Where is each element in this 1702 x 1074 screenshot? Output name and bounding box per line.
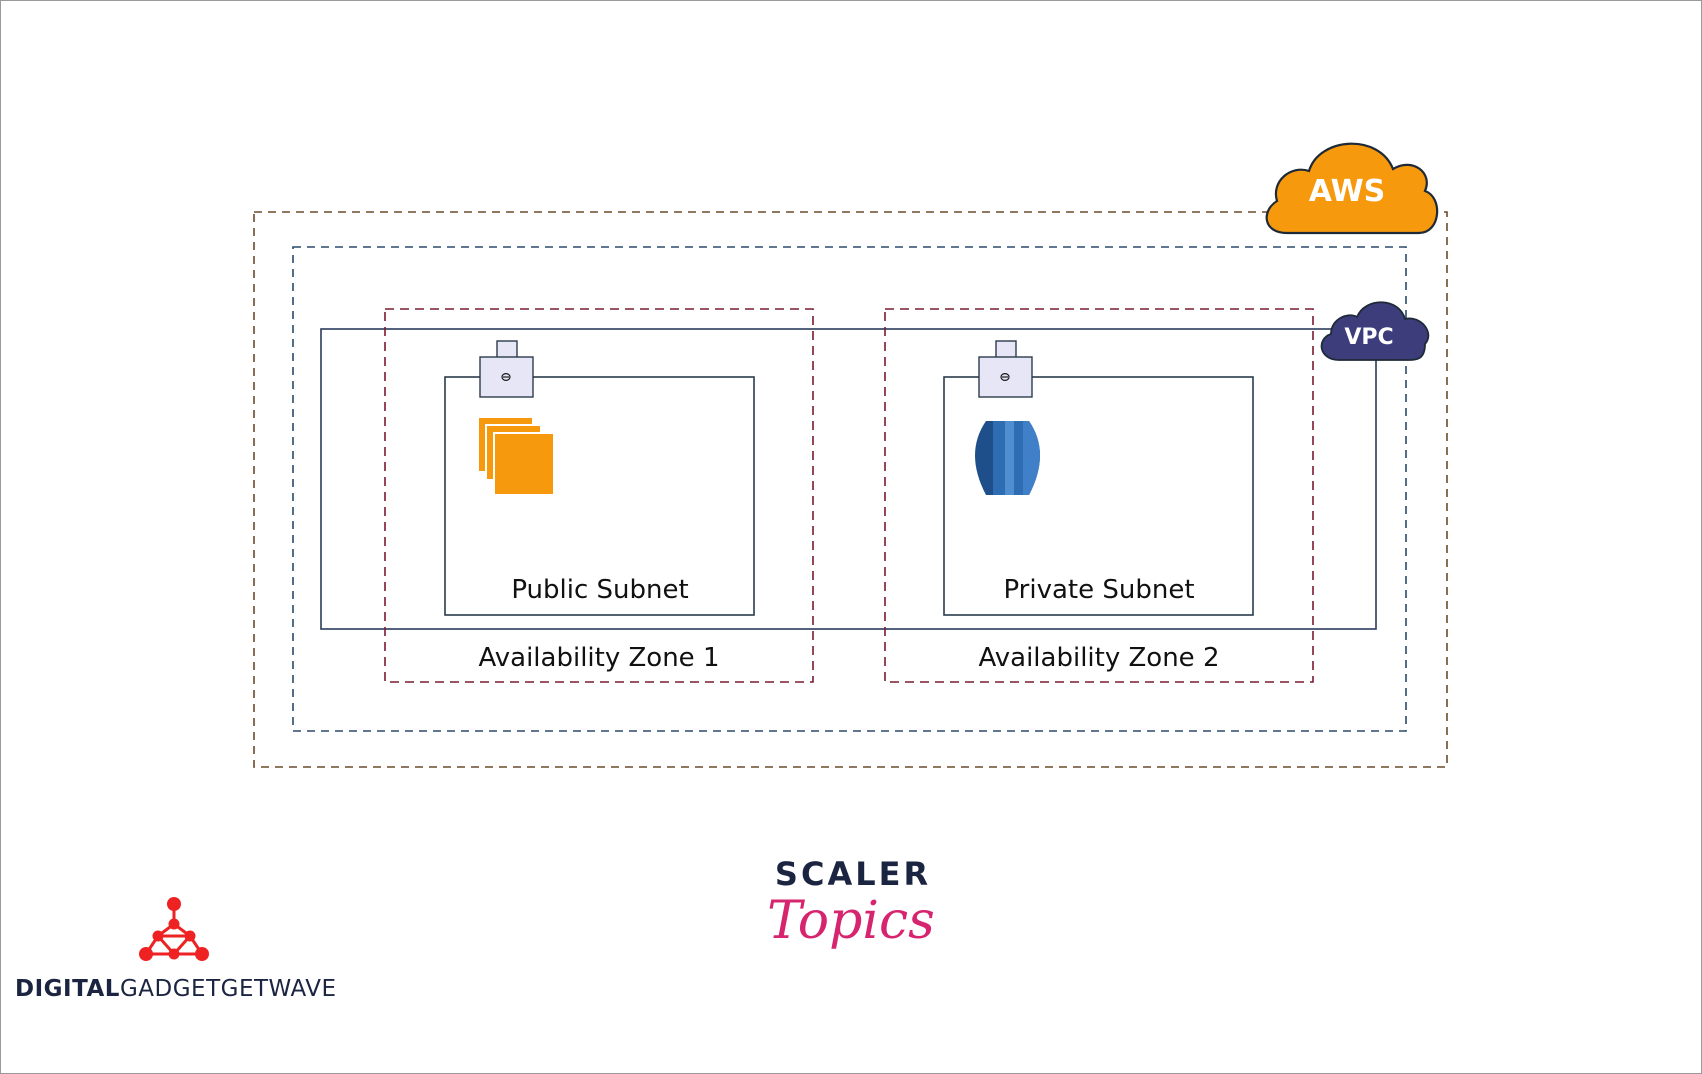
digitalgadget-bold: DIGITAL	[15, 976, 120, 1002]
digitalgadget-wordmark: DIGITALGADGETGETWAVE	[15, 976, 337, 1002]
availability-zone-2-box	[884, 308, 1314, 683]
private-subnet-box	[943, 376, 1254, 616]
subnet-lock-icon	[978, 340, 1033, 398]
topics-wordmark: Topics	[767, 891, 935, 951]
availability-zone-2-label: Availability Zone 2	[979, 643, 1220, 673]
availability-zone-1-box	[384, 308, 814, 683]
digitalgadget-logo-icon	[139, 897, 209, 961]
digitalgadget-light: GADGETGETWAVE	[120, 976, 337, 1002]
vpc-label: VPC	[1344, 325, 1393, 350]
aws-label: AWS	[1309, 174, 1386, 209]
scaler-wordmark: SCALER	[775, 855, 931, 893]
aws-cloud-icon: AWS	[1265, 142, 1439, 235]
aws-cloud-boundary	[253, 211, 1448, 768]
public-subnet-label: Public Subnet	[511, 575, 688, 605]
rds-database-icon	[975, 421, 1040, 495]
vpc-cloud-icon: VPC	[1320, 301, 1430, 361]
subnet-lock-icon	[479, 340, 534, 398]
ec2-instances-icon	[477, 416, 555, 496]
private-subnet-label: Private Subnet	[1003, 575, 1194, 605]
vpc-inner-box	[320, 328, 1377, 630]
availability-zone-1-label: Availability Zone 1	[479, 643, 720, 673]
scaler-topics-logo: SCALER Topics	[767, 855, 935, 951]
